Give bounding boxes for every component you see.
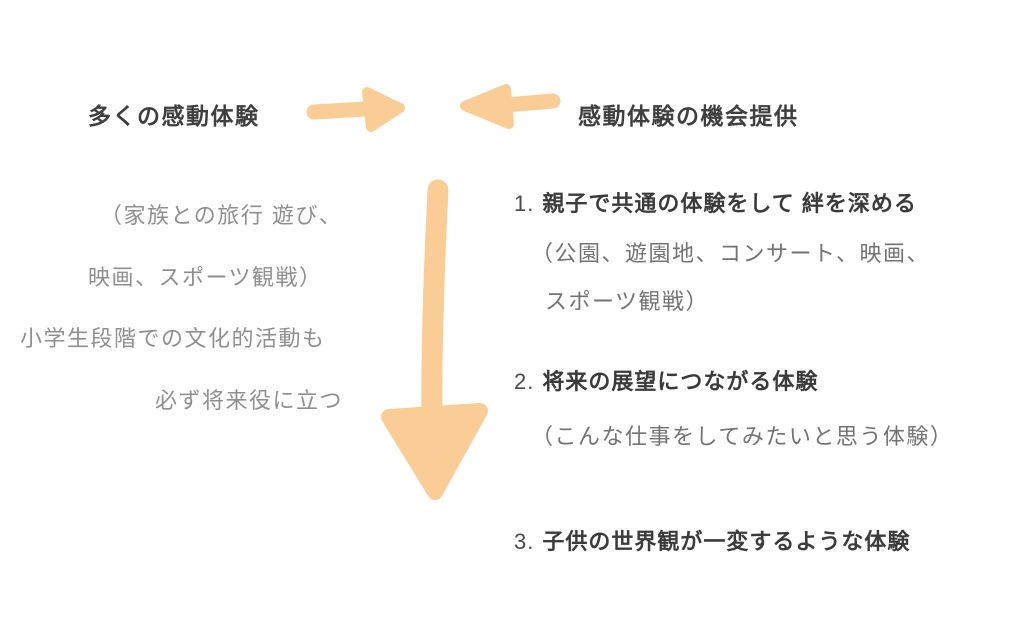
left-header: 多くの感動体験 — [88, 103, 260, 129]
arrow-right-icon — [306, 87, 405, 132]
left-block-line: （家族との旅行 遊び、 — [100, 203, 343, 228]
arrow-down-icon — [381, 179, 488, 500]
list-item-2: 2. 将来の展望につながる体験 — [514, 364, 818, 396]
list-item-number: 2. — [514, 369, 535, 394]
list-item-number: 3. — [514, 529, 535, 554]
left-block-line: 必ず将来役に立つ — [155, 388, 344, 413]
list-item-1-subline: スポーツ観戦） — [545, 289, 710, 314]
list-item-1-subline: （公園、遊園地、コンサート、映画、 — [531, 241, 931, 266]
list-item-3: 3. 子供の世界観が一変するような体験 — [514, 524, 910, 556]
list-item-2-subline: （こんな仕事をしてみたいと思う体験） — [531, 424, 954, 449]
left-block-line: 小学生段階での文化的活動も — [20, 326, 326, 351]
list-item-1: 1. 親子で共通の体験をして 絆を深める — [514, 186, 917, 218]
list-item-title: 親子で共通の体験をして 絆を深める — [542, 191, 917, 216]
right-header: 感動体験の機会提供 — [578, 103, 799, 129]
list-item-title: 将来の展望につながる体験 — [542, 369, 819, 394]
left-block-line: 映画、スポーツ観戦） — [88, 265, 323, 290]
list-item-number: 1. — [514, 191, 535, 216]
arrow-left-icon — [460, 84, 561, 129]
list-item-title: 子供の世界観が一変するような体験 — [542, 529, 911, 554]
